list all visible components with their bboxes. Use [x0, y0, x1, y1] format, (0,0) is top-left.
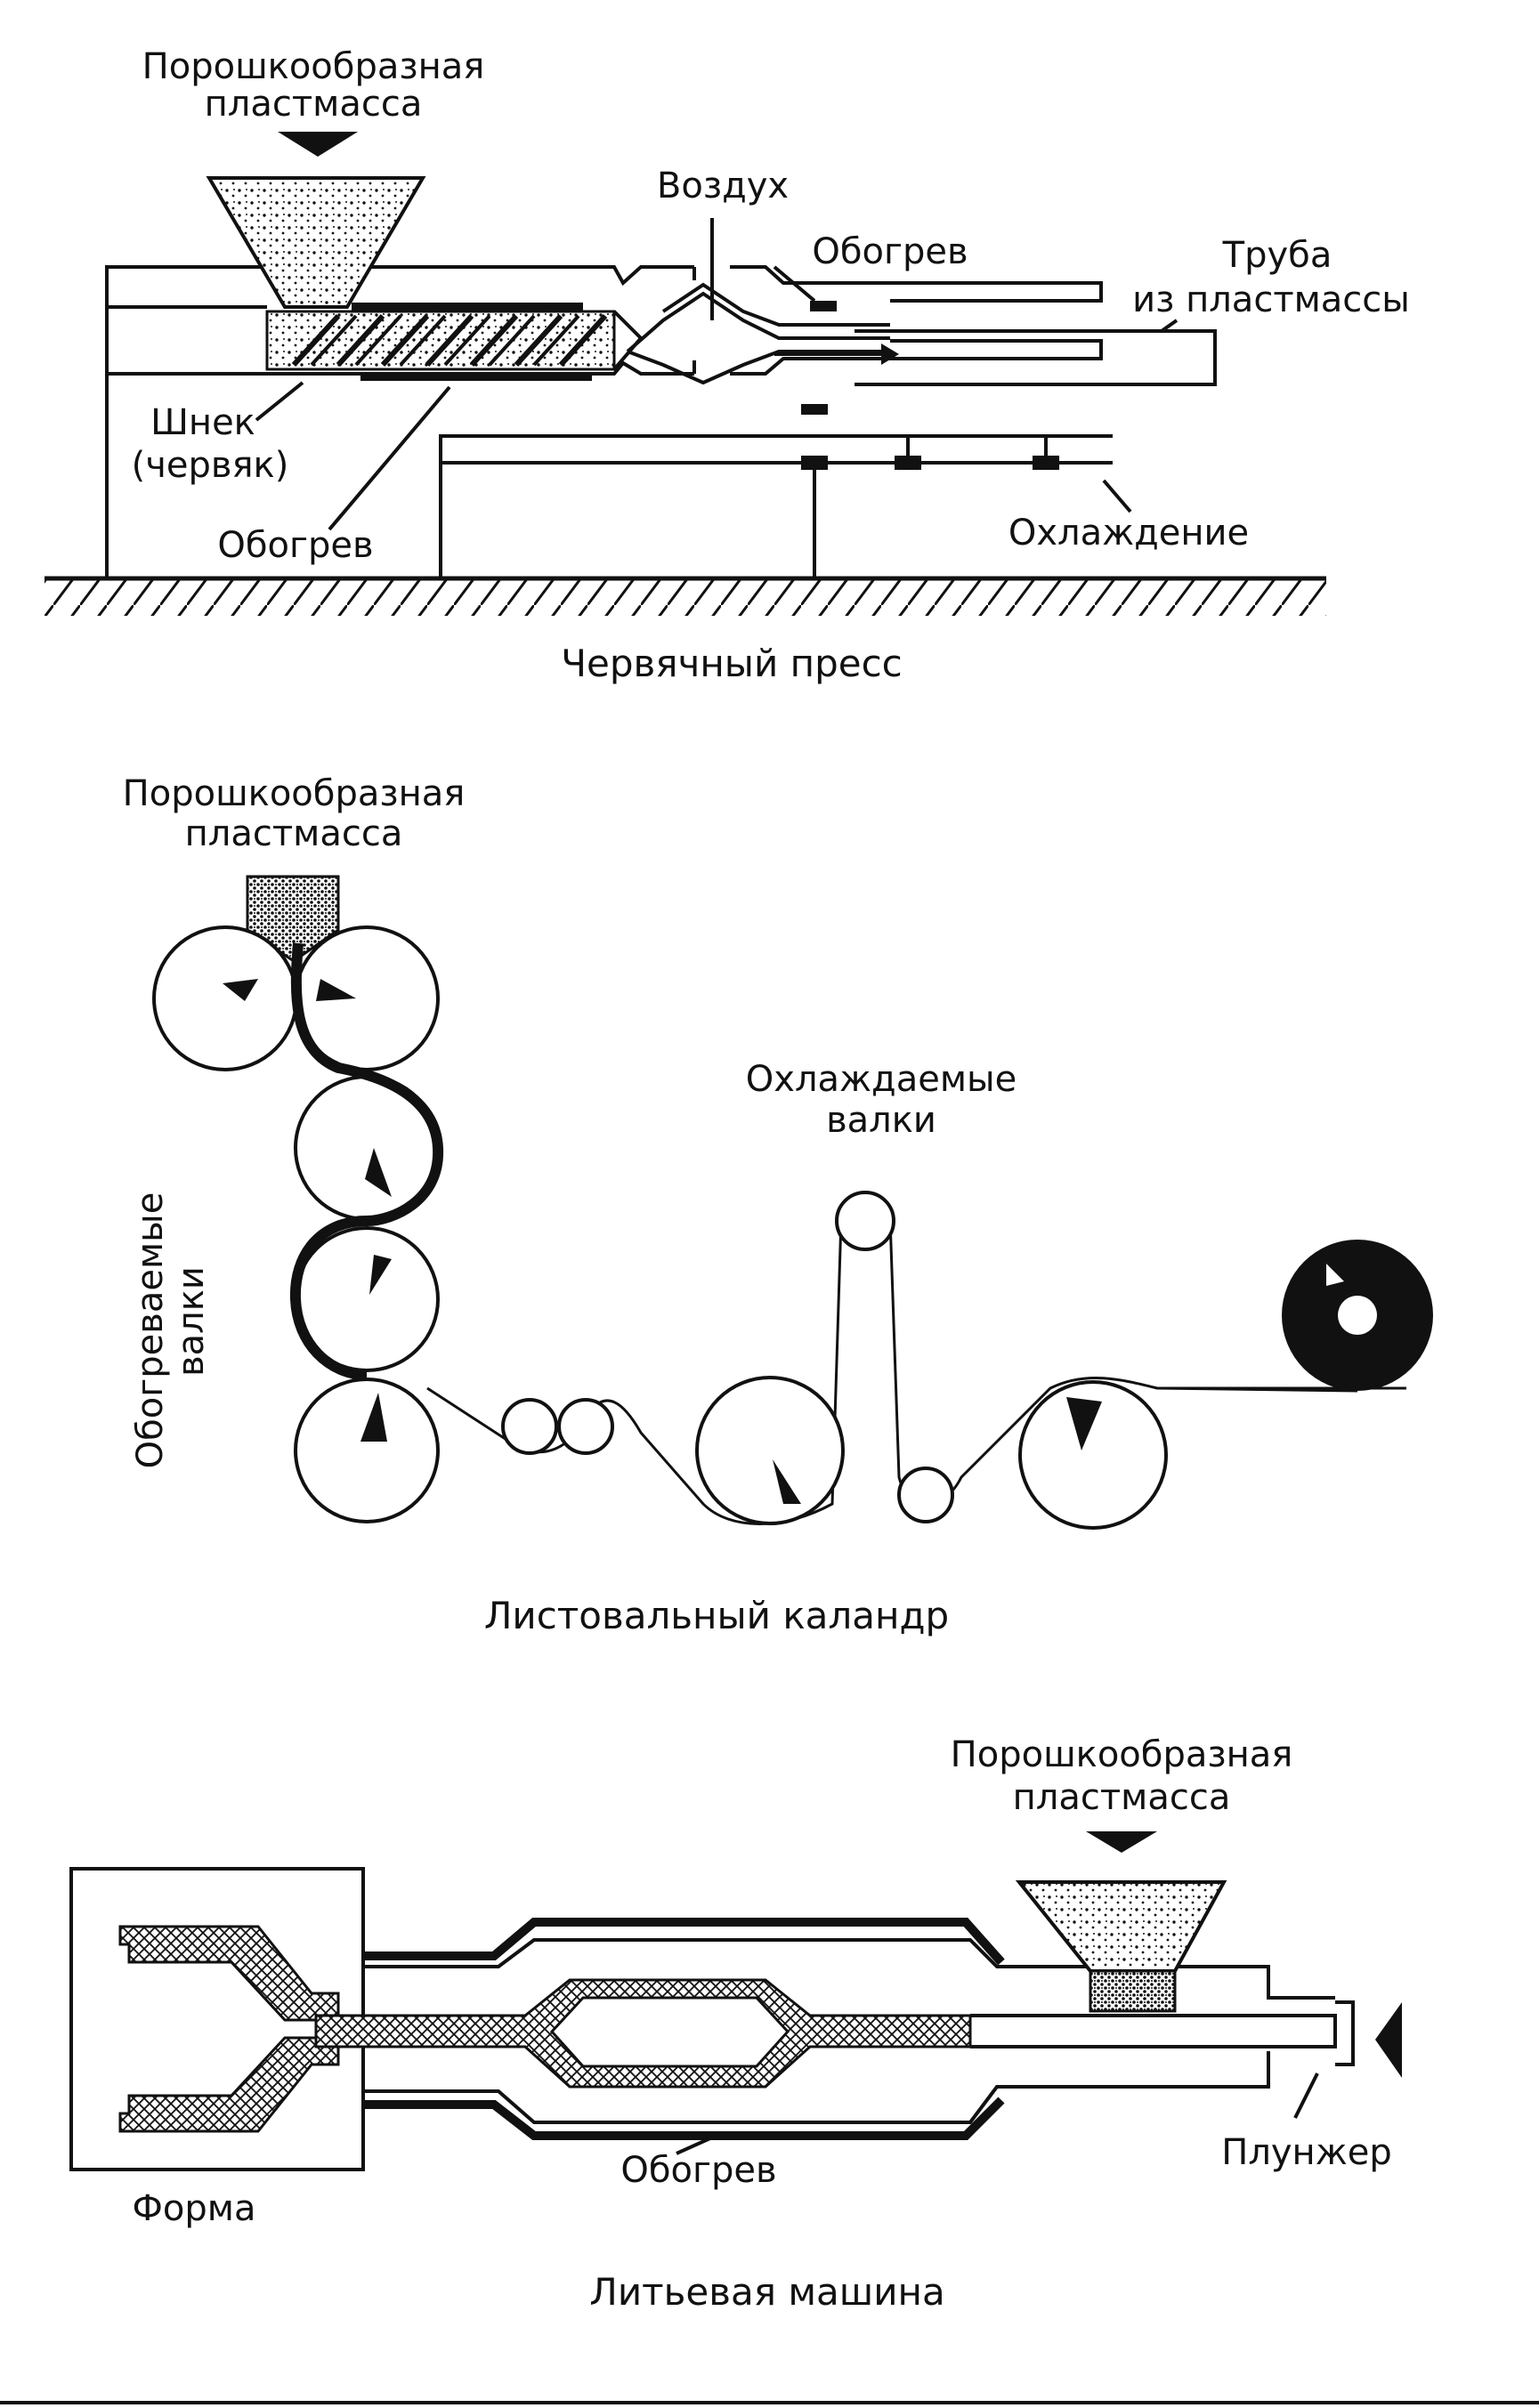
plastic-pipe [855, 329, 1217, 386]
mold-label: Форма [133, 2188, 256, 2229]
plunger-label: Плунжер [1221, 2132, 1392, 2173]
calender-feed-hopper [246, 875, 340, 963]
calender-powder-label-2: пластмасса [185, 813, 403, 854]
guide-roll-1 [501, 1398, 558, 1455]
rotation-arrow-2-icon [316, 979, 356, 1001]
cooling-label: Охлаждение [1008, 513, 1249, 554]
extruder-barrel [105, 265, 696, 578]
injection-powder-label-2: пластмасса [1013, 1777, 1231, 1818]
cooled-rolls-label-1: Охлаждаемые [746, 1059, 1017, 1100]
extruder-diagram: Порошкообразная пластмасса Воздух Обогре… [45, 46, 1410, 685]
injection-barrel [363, 1938, 1335, 2124]
extruder-heating-bottom-label: Обогрев [217, 525, 373, 566]
cooling-line [439, 434, 1113, 578]
screw-flights [291, 313, 608, 368]
die-heater-bottom [801, 404, 828, 415]
extruder-powder-label-2: пластмасса [205, 84, 423, 125]
injection-hopper [1015, 1880, 1227, 1973]
injection-feed-arrow-icon [1086, 1831, 1157, 1853]
plunger-push-arrow-icon [1375, 2002, 1402, 2078]
screw-label-2: (червяк) [132, 445, 289, 486]
extruder-heating-top-label: Обогрев [812, 231, 968, 272]
pipe-label-1: Труба [1222, 235, 1332, 276]
heated-rolls-label-1: Обогреваемые [130, 1192, 171, 1469]
injection-heater-top [363, 1918, 1005, 1966]
calender-powder-label-1: Порошкообразная [123, 773, 466, 814]
extruder-hopper [206, 176, 426, 309]
cooled-rolls-label-2: валки [826, 1100, 936, 1141]
rotation-arrow-8-icon [1326, 1264, 1344, 1286]
calender-caption: Листовальный каландр [484, 1594, 949, 1637]
torpedo [549, 1996, 790, 2068]
extruder-powder-label-1: Порошкообразная [142, 46, 485, 87]
rotation-arrow-7-icon [1066, 1397, 1102, 1450]
pipe-label-2: из пластмассы [1132, 279, 1410, 320]
mold-cavity [118, 1925, 340, 2133]
guide-roll-3 [897, 1467, 954, 1523]
cooled-roll-top [835, 1191, 895, 1251]
plunger [970, 2000, 1355, 2066]
injection-powder-label-1: Порошкообразная [951, 1734, 1293, 1775]
calender-diagram: Порошкообразная пластмасса Охл [123, 773, 1433, 1637]
rotation-arrow-1-icon [223, 979, 258, 1001]
guide-roll-2 [557, 1398, 614, 1455]
wound-roll-core [1338, 1296, 1377, 1335]
cooling-valve-1 [801, 456, 828, 470]
heated-roll-1 [152, 925, 298, 1071]
heated-rolls-label-2: валки [171, 1266, 212, 1377]
barrel-heater-bottom [360, 372, 592, 381]
heated-sheet-band [289, 942, 444, 1380]
air-label: Воздух [657, 166, 789, 206]
injection-caption: Литьевая машина [589, 2270, 944, 2314]
cooled-roll-2 [1018, 1380, 1168, 1530]
ground-hatching [45, 580, 1326, 616]
extruder-caption: Червячный пресс [561, 642, 903, 685]
barrel-heater-top [352, 303, 583, 311]
screw-label-1: Шнек [150, 402, 255, 443]
rotation-arrow-5-icon [360, 1393, 387, 1442]
feed-arrow-icon [278, 132, 358, 157]
injection-machine-diagram: Порошкообразная пластмасса Форма Обогрев… [69, 1734, 1402, 2314]
rotation-arrow-6-icon [773, 1459, 801, 1504]
rotation-arrow-4-icon [369, 1255, 392, 1295]
cooled-roll-1 [695, 1376, 845, 1525]
rotation-arrow-3-icon [365, 1148, 392, 1197]
injection-heating-label: Обогрев [620, 2150, 776, 2191]
injection-heater-bottom [363, 2097, 1005, 2140]
extruder-die [626, 282, 890, 385]
die-heater-top [810, 301, 837, 311]
heated-roll-5 [294, 1378, 440, 1523]
